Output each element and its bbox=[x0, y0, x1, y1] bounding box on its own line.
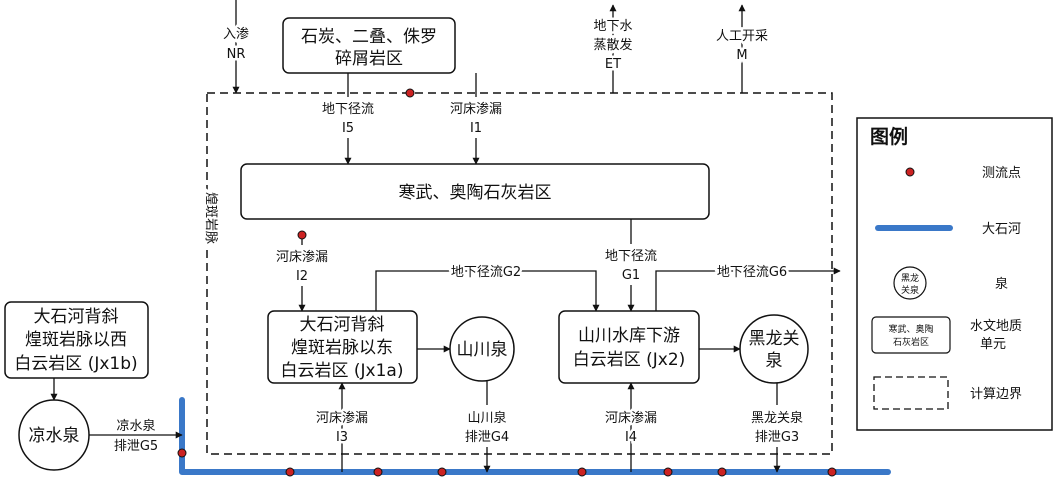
g6-label: 地下径流G6 bbox=[717, 265, 787, 280]
legend-unit-label-2: 单元 bbox=[980, 337, 1006, 352]
g1-label-2: G1 bbox=[622, 268, 640, 283]
mining-label-2: M bbox=[736, 48, 747, 63]
east-dolomite-label-2: 煌斑岩脉以东 bbox=[291, 338, 393, 358]
i1-label-1: 河床渗漏 bbox=[450, 101, 502, 117]
i2-label-1: 河床渗漏 bbox=[276, 249, 328, 265]
i2-label-2: I2 bbox=[296, 269, 308, 284]
nr-label-2: NR bbox=[227, 47, 246, 62]
cambrian-label: 寒武、奥陶石灰岩区 bbox=[399, 183, 552, 203]
i4-label-2: I4 bbox=[625, 430, 637, 445]
measure-point bbox=[177, 448, 187, 458]
measure-point bbox=[577, 467, 587, 477]
et-label-3: ET bbox=[605, 57, 621, 72]
legend-unit-label-1: 水文地质 bbox=[970, 319, 1022, 334]
g5-label-1: 凉水泉 bbox=[116, 418, 155, 434]
i5-label-1: 地下径流 bbox=[322, 102, 374, 117]
legend-unit-icon bbox=[871, 316, 951, 354]
liangshui-spring-label: 凉水泉 bbox=[29, 426, 80, 446]
legend-unit-icon-label-2: 石灰岩区 bbox=[893, 336, 929, 348]
legend-river-label: 大石河 bbox=[982, 222, 1021, 237]
measure-point bbox=[373, 467, 383, 477]
west-dolomite-label-2: 煌斑岩脉以西 bbox=[25, 330, 127, 350]
shanchuan-spring-label: 山川泉 bbox=[457, 340, 508, 360]
heilong-spring-label-1: 黑龙关 bbox=[749, 329, 800, 349]
calculation-boundary bbox=[206, 92, 833, 455]
west-dolomite-label-3: 白云岩区 (Jx1b) bbox=[14, 354, 137, 374]
downstream-dolomite-label-1: 山川水库下游 bbox=[578, 326, 680, 346]
g6-arrow bbox=[655, 267, 841, 311]
carboniferous-box bbox=[282, 17, 456, 74]
et-label-2: 蒸散发 bbox=[593, 37, 632, 53]
carboniferous-label-1: 石炭、二叠、侏罗 bbox=[301, 27, 437, 47]
g3-label-1: 黑龙关泉 bbox=[751, 410, 803, 426]
measure-point bbox=[827, 467, 837, 477]
east-dolomite-label-1: 大石河背斜 bbox=[300, 315, 385, 335]
measure-point bbox=[297, 230, 307, 240]
g4-label-2: 排泄G4 bbox=[465, 430, 509, 445]
g1-label-1: 地下径流 bbox=[605, 249, 657, 264]
legend-point-icon bbox=[905, 167, 915, 177]
i5-label-2: I5 bbox=[342, 121, 354, 136]
heilong-spring-label-2: 泉 bbox=[766, 351, 783, 371]
west-dolomite-box bbox=[4, 301, 149, 379]
mining-label-1: 人工开采 bbox=[716, 29, 768, 44]
heilong-spring bbox=[739, 314, 809, 384]
downstream-dolomite-box bbox=[558, 310, 700, 384]
downstream-dolomite-label-2: 白云岩区 (Jx2) bbox=[573, 350, 686, 370]
legend-title: 图例 bbox=[870, 125, 908, 148]
measure-point bbox=[285, 467, 295, 477]
measure-point bbox=[405, 88, 415, 98]
i4-label-1: 河床渗漏 bbox=[605, 410, 657, 426]
measure-point bbox=[437, 467, 447, 477]
i1-label-2: I1 bbox=[470, 121, 482, 136]
legend-spring-label: 泉 bbox=[995, 276, 1008, 292]
measure-point bbox=[663, 467, 673, 477]
measure-point bbox=[717, 467, 727, 477]
dike-label: 煌斑岩脉 bbox=[203, 192, 218, 244]
legend-spring-icon-label-1: 黑龙 bbox=[901, 272, 919, 284]
carboniferous-label-2: 碎屑岩区 bbox=[335, 49, 403, 69]
g3-label-2: 排泄G3 bbox=[755, 430, 799, 445]
i3-label-1: 河床渗漏 bbox=[316, 410, 368, 426]
west-dolomite-label-1: 大石河背斜 bbox=[34, 307, 119, 327]
legend-point-label: 测流点 bbox=[982, 166, 1021, 181]
legend-spring-icon-label-2: 关泉 bbox=[901, 284, 919, 296]
river-line bbox=[179, 397, 891, 475]
g5-label-2: 排泄G5 bbox=[114, 439, 158, 454]
legend-boundary-label: 计算边界 bbox=[970, 387, 1022, 402]
legend-unit-icon-label-1: 寒武、奥陶 bbox=[888, 323, 933, 335]
legend-spring-icon bbox=[893, 266, 927, 300]
i3-label-2: I3 bbox=[336, 430, 348, 445]
g2-arrow bbox=[375, 270, 600, 312]
legend-box bbox=[856, 117, 1053, 431]
g2-label: 地下径流G2 bbox=[451, 265, 521, 280]
et-label-1: 地下水 bbox=[593, 19, 632, 34]
g4-label-1: 山川泉 bbox=[467, 410, 506, 426]
nr-label-1: 入渗 bbox=[223, 27, 249, 42]
legend-boundary-icon bbox=[873, 376, 949, 410]
east-dolomite-label-3: 白云岩区 (Jx1a) bbox=[281, 361, 404, 381]
